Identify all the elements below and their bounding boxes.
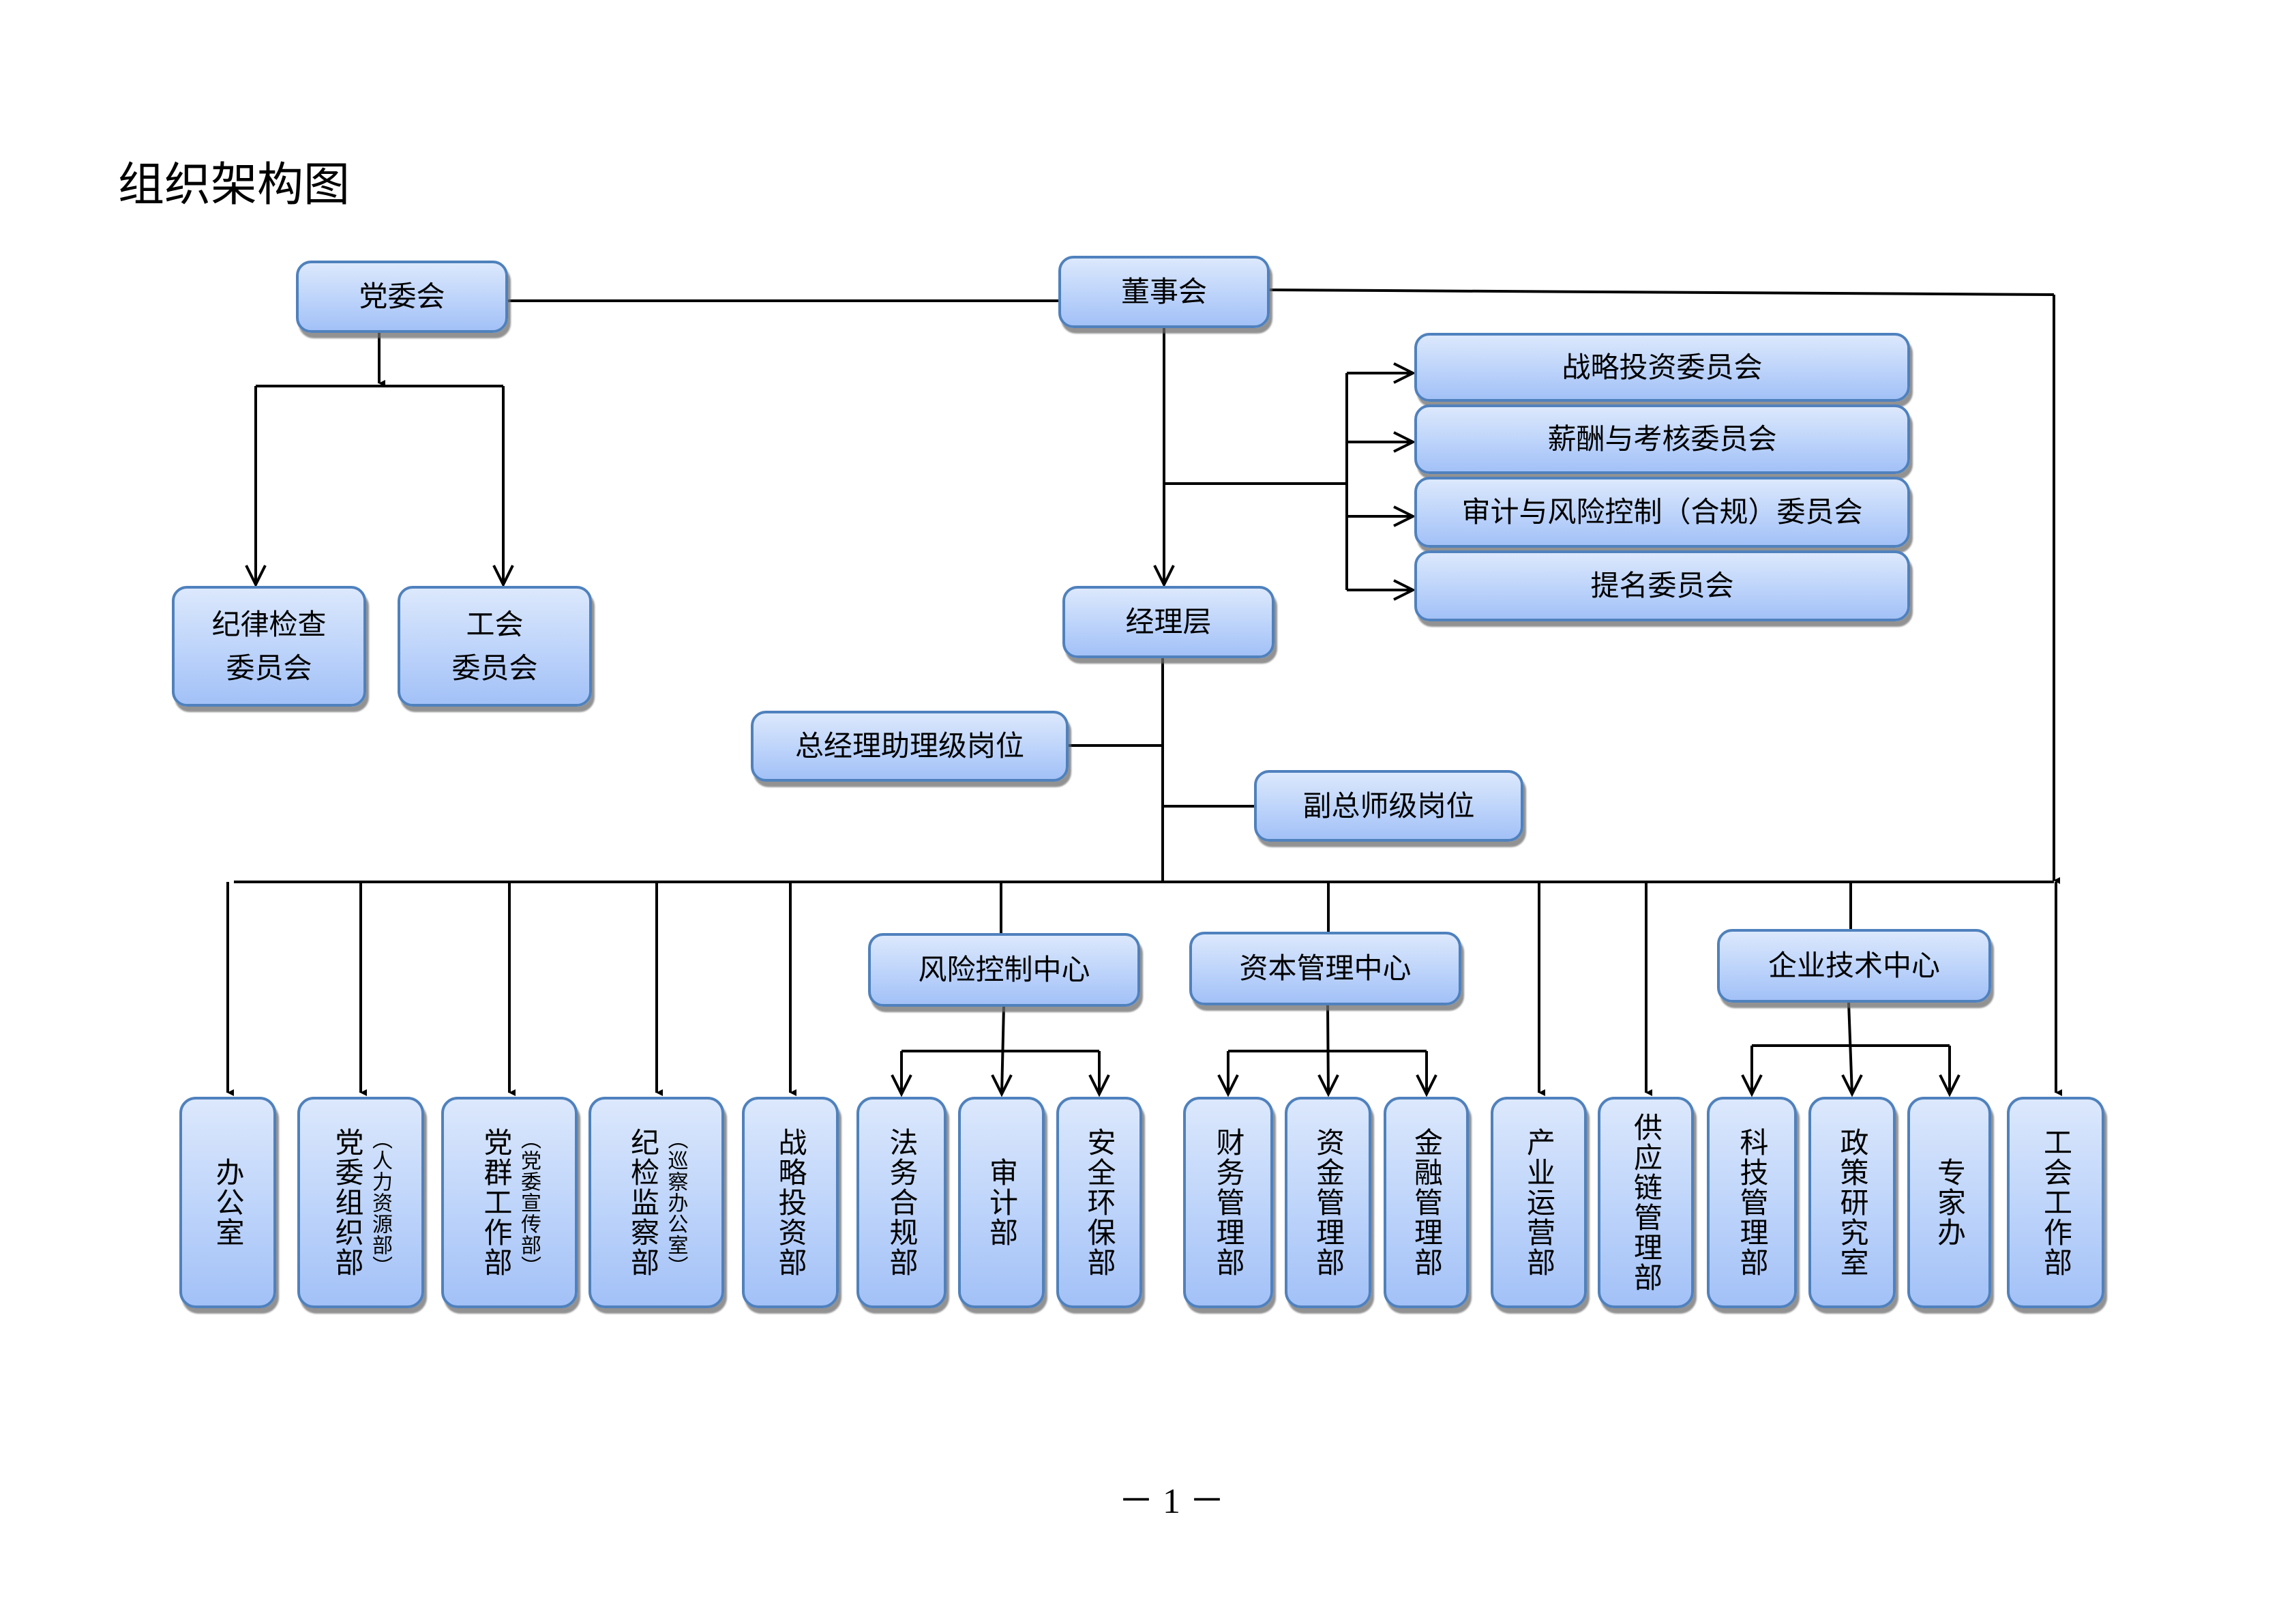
arrowhead-icon	[1416, 1074, 1437, 1097]
union-label-line1: 工会	[466, 607, 524, 641]
department-box[interactable]: 财务管理部	[1183, 1097, 1273, 1308]
department-box[interactable]: 党群工作部（党委宣传部）	[441, 1097, 578, 1308]
union-label-line2: 委员会	[451, 651, 538, 685]
department-box[interactable]: 党委组织部（人力资源部）	[297, 1097, 424, 1308]
risk-center-box[interactable]: 风险控制中心	[868, 933, 1140, 1007]
department-box[interactable]: 工会工作部	[2007, 1097, 2104, 1308]
arrowhead-icon	[991, 1074, 1013, 1097]
arrowhead-icon	[492, 565, 514, 588]
board-right	[1269, 289, 2055, 296]
department-box[interactable]: 审计部	[958, 1097, 1045, 1308]
department-box[interactable]: 战略投资部	[742, 1097, 839, 1308]
board-label: 董事会	[1120, 275, 1207, 308]
assistant-gm-label: 总经理助理级岗位	[794, 729, 1024, 763]
department-box[interactable]: 专家办	[1907, 1097, 1991, 1308]
arrowhead-icon	[1393, 362, 1416, 384]
page-number: － 1 －	[1118, 1482, 1225, 1521]
arrowhead-icon	[1393, 579, 1416, 601]
deputy-chief-box[interactable]: 副总师级岗位	[1254, 770, 1523, 842]
discipline-committee-box[interactable]: 纪律检查 委员会	[172, 586, 366, 707]
department-box[interactable]: 科技管理部	[1707, 1097, 1797, 1308]
union-committee-box[interactable]: 工会 委员会	[398, 586, 592, 707]
committee-nomination-box[interactable]: 提名委员会	[1414, 550, 1910, 621]
risk-center-label: 风险控制中心	[918, 953, 1090, 986]
arrowhead-icon	[1317, 1074, 1339, 1097]
arrowhead-icon	[1741, 1074, 1763, 1097]
department-box[interactable]: 纪检监察部（巡察办公室）	[588, 1097, 724, 1308]
department-label: 政策研究室	[1836, 1127, 1869, 1278]
party-committee-label: 党委会	[359, 280, 445, 313]
department-label: 安全环保部	[1083, 1127, 1116, 1278]
page-title: 组织架构图	[118, 158, 351, 212]
arrowhead-icon	[1217, 1074, 1239, 1097]
committee-label: 提名委员会	[1590, 569, 1734, 602]
arrowhead-icon	[1088, 1074, 1110, 1097]
department-label: 金融管理部	[1410, 1127, 1444, 1278]
department-label: 财务管理部	[1212, 1127, 1245, 1278]
board-box[interactable]: 董事会	[1058, 256, 1270, 328]
department-box[interactable]: 金融管理部	[1384, 1097, 1469, 1308]
arrowhead-icon	[1393, 505, 1416, 527]
management-label: 经理层	[1125, 605, 1212, 638]
tech-center-box[interactable]: 企业技术中心	[1717, 929, 1991, 1003]
arrowhead-icon	[891, 1074, 912, 1097]
department-label: 党委组织部	[331, 1127, 364, 1278]
department-label: 纪检监察部	[626, 1127, 660, 1278]
arrowhead-icon	[1153, 565, 1175, 588]
department-label: 科技管理部	[1735, 1127, 1769, 1278]
department-label: 办公室	[211, 1157, 245, 1247]
department-label: 供应链管理部	[1629, 1112, 1663, 1293]
arrowhead-icon	[1841, 1074, 1863, 1097]
capital-center-box[interactable]: 资本管理中心	[1189, 932, 1461, 1005]
department-sublabel: （党委宣传部）	[517, 1128, 541, 1277]
department-box[interactable]: 法务合规部	[856, 1097, 946, 1308]
discipline-label-line2: 委员会	[226, 651, 312, 685]
center-to-middle	[1847, 1002, 1853, 1095]
committee-label: 审计与风险控制（合规）委员会	[1461, 495, 1863, 529]
department-box[interactable]: 产业运营部	[1491, 1097, 1587, 1308]
committee-label: 战略投资委员会	[1562, 350, 1763, 384]
committee-strategy-box[interactable]: 战略投资委员会	[1414, 333, 1910, 402]
management-box[interactable]: 经理层	[1062, 586, 1274, 658]
department-sublabel: （巡察办公室）	[664, 1128, 688, 1277]
committee-audit-risk-box[interactable]: 审计与风险控制（合规）委员会	[1414, 477, 1910, 548]
department-box[interactable]: 供应链管理部	[1598, 1097, 1694, 1308]
department-box[interactable]: 安全环保部	[1056, 1097, 1142, 1308]
tech-center-label: 企业技术中心	[1768, 949, 1940, 982]
discipline-label-line1: 纪律检查	[211, 607, 327, 641]
department-label: 工会工作部	[2039, 1127, 2073, 1278]
deputy-chief-label: 副总师级岗位	[1302, 788, 1475, 823]
department-label: 产业运营部	[1522, 1127, 1556, 1278]
capital-center-label: 资本管理中心	[1239, 951, 1412, 985]
department-box[interactable]: 办公室	[179, 1097, 276, 1308]
department-box[interactable]: 资金管理部	[1285, 1097, 1371, 1308]
department-label: 专家办	[1933, 1157, 1967, 1247]
department-label: 战略投资部	[774, 1127, 807, 1278]
department-label: 党群工作部	[479, 1127, 513, 1278]
department-sublabel: （人力资源部）	[368, 1128, 392, 1277]
arrowhead-icon	[1939, 1074, 1960, 1097]
department-label: 法务合规部	[885, 1127, 919, 1278]
party-committee-box[interactable]: 党委会	[296, 261, 508, 333]
department-label: 资金管理部	[1311, 1127, 1345, 1278]
committee-label: 薪酬与考核委员会	[1547, 422, 1777, 456]
department-box[interactable]: 政策研究室	[1808, 1097, 1896, 1308]
department-label: 审计部	[985, 1157, 1019, 1247]
arrowhead-icon	[1393, 431, 1416, 453]
arrowhead-icon	[245, 565, 267, 588]
assistant-gm-box[interactable]: 总经理助理级岗位	[751, 711, 1069, 782]
committee-compensation-box[interactable]: 薪酬与考核委员会	[1414, 404, 1910, 474]
